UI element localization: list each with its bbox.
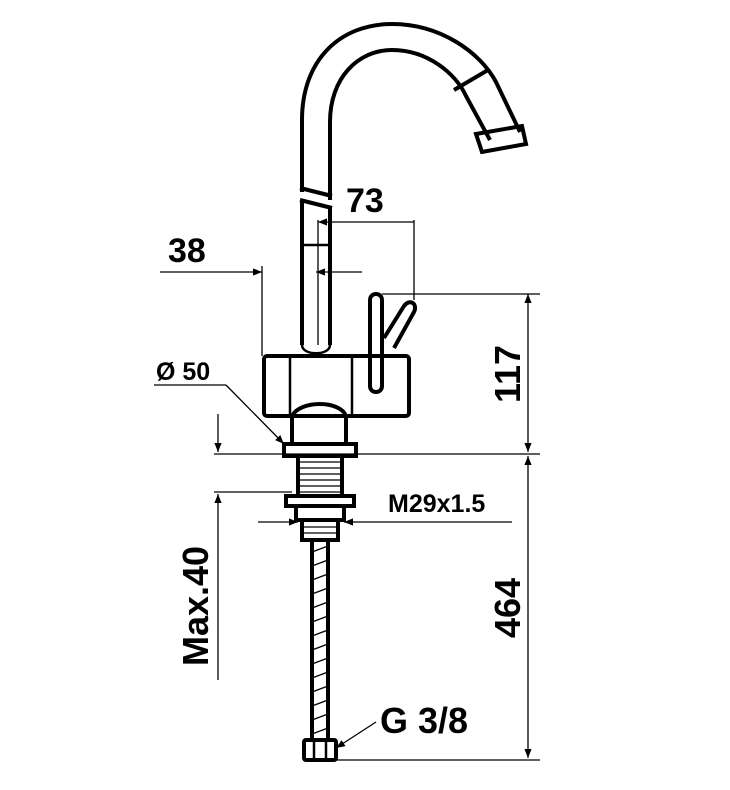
dim-label-117: 117 (487, 345, 528, 403)
dim-label-38: 38 (168, 232, 206, 270)
thread-lines (298, 461, 342, 493)
dim-label-thread: M29x1.5 (388, 490, 485, 518)
dim-label-diameter-50: Ø 50 (156, 358, 210, 386)
dim-label-connection: G 3/8 (380, 700, 468, 741)
hose-braid (311, 545, 329, 735)
faucet-outline (262, 21, 529, 762)
dim-label-73: 73 (346, 182, 384, 220)
dim-label-max-40: Max.40 (175, 546, 216, 666)
dim-label-464: 464 (487, 578, 528, 638)
dimension-lines (154, 218, 540, 761)
